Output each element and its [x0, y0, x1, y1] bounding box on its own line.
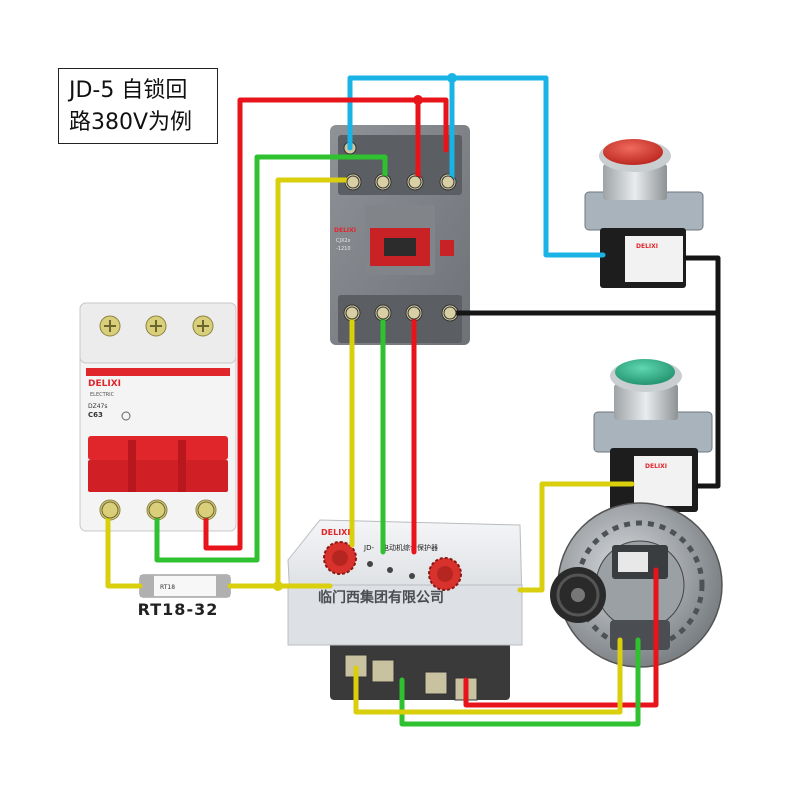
start-button-brand: DELIXI — [645, 463, 667, 470]
breaker-model: DZ47s — [88, 403, 108, 410]
wire-black — [447, 255, 721, 489]
wire-red-lower — [411, 310, 659, 708]
fuse-label: RT18-32 — [137, 600, 219, 619]
protector-knob-right[interactable] — [428, 557, 462, 591]
contactor: DELIXI CJX2s -1210 — [330, 125, 470, 345]
terminal-caps — [101, 175, 457, 519]
contactor-brand: DELIXI — [334, 227, 356, 234]
wire-green-lower — [380, 310, 641, 727]
wire-yellow-lower — [349, 310, 635, 715]
contactor-model: CJX2s — [336, 238, 351, 244]
motor-protector: DELIXI JD- 电动机综合保护器 临门西集团有限公司 — [287, 519, 523, 701]
protector-indicator-leds — [367, 561, 415, 579]
breaker-sub-brand: ELECTRIC — [90, 392, 115, 398]
stop-button-red[interactable]: DELIXI — [584, 139, 704, 288]
circuit-breaker: DELIXI ELECTRIC DZ47s C63 — [79, 302, 237, 532]
title-box: JD-5 自锁回 路380V为例 — [58, 68, 218, 144]
breaker-handles[interactable] — [88, 436, 228, 492]
wire-green — [154, 154, 388, 563]
protector-brand: DELIXI — [321, 528, 350, 537]
fuse-rt18: RT18 — [139, 574, 231, 598]
ccc-mark-icon — [121, 411, 131, 421]
start-button-green[interactable]: DELIXI — [593, 359, 713, 512]
breaker-top-terminals — [99, 315, 214, 337]
wire-junctions — [273, 73, 457, 591]
breaker-red-stripe — [86, 368, 230, 376]
motor — [550, 502, 723, 668]
protector-name: 电动机综合保护器 — [382, 543, 438, 552]
breaker-brand: DELIXI — [88, 379, 121, 389]
svg-text:RT18: RT18 — [160, 584, 175, 591]
protector-knob-left[interactable] — [323, 541, 357, 575]
title-line-1: JD-5 自锁回 — [69, 78, 188, 103]
protector-model-prefix: JD- — [363, 544, 374, 552]
title-line-2: 路380V为例 — [69, 110, 193, 135]
contactor-code: -1210 — [336, 246, 351, 252]
wire-yellow — [105, 177, 356, 589]
stop-button-brand: DELIXI — [636, 243, 658, 250]
protector-maker: 临门西集团有限公司 — [318, 589, 444, 606]
wire-red — [203, 97, 449, 551]
breaker-rating: C63 — [88, 411, 103, 419]
wire-blue — [347, 75, 606, 258]
